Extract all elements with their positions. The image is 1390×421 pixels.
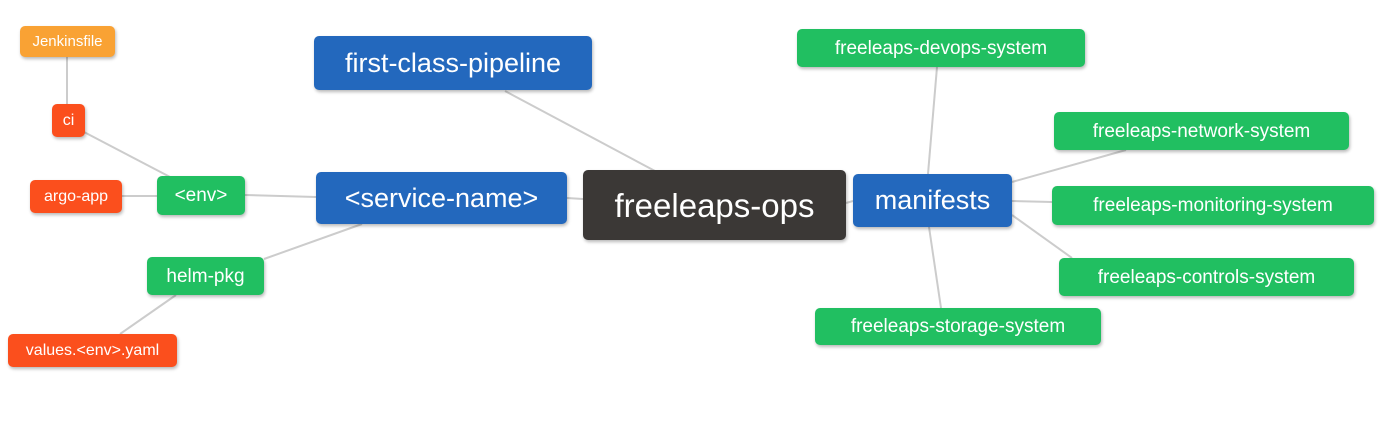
edge-ops-manifests [845,200,854,204]
edge-helm-pkg-values-env-yaml [119,294,177,335]
edge-service-name-ops [566,197,584,200]
node-ci[interactable]: ci [52,104,85,137]
edge-service-name-helm-pkg [263,223,363,260]
node-freeleaps-storage-system[interactable]: freeleaps-storage-system [815,308,1101,345]
node-freeleaps-devops-system[interactable]: freeleaps-devops-system [797,29,1085,67]
node-freeleaps-monitoring-system[interactable]: freeleaps-monitoring-system [1052,186,1374,225]
node-env[interactable]: <env> [157,176,245,215]
node-freeleaps-controls-system[interactable]: freeleaps-controls-system [1059,258,1354,296]
node-first-class-pipeline[interactable]: first-class-pipeline [314,36,592,90]
edge-manifests-storage-system [928,226,942,309]
node-manifests[interactable]: manifests [853,174,1012,227]
edge-manifests-devops-system [927,66,938,175]
edge-manifests-monitoring-system [1011,200,1053,203]
node-freeleaps-network-system[interactable]: freeleaps-network-system [1054,112,1349,150]
edge-env-service-name [244,194,317,198]
edge-first-class-pipeline-ops [504,90,656,172]
edge-manifests-network-system [1011,149,1127,183]
node-helm-pkg[interactable]: helm-pkg [147,257,264,295]
node-freeleaps-ops[interactable]: freeleaps-ops [583,170,846,240]
node-values-env-yaml[interactable]: values.<env>.yaml [8,334,177,367]
edge-ci-env [83,131,173,179]
node-service-name[interactable]: <service-name> [316,172,567,224]
edge-manifests-controls-system [1011,214,1073,259]
node-jenkinsfile[interactable]: Jenkinsfile [20,26,115,57]
node-argo-app[interactable]: argo-app [30,180,122,213]
